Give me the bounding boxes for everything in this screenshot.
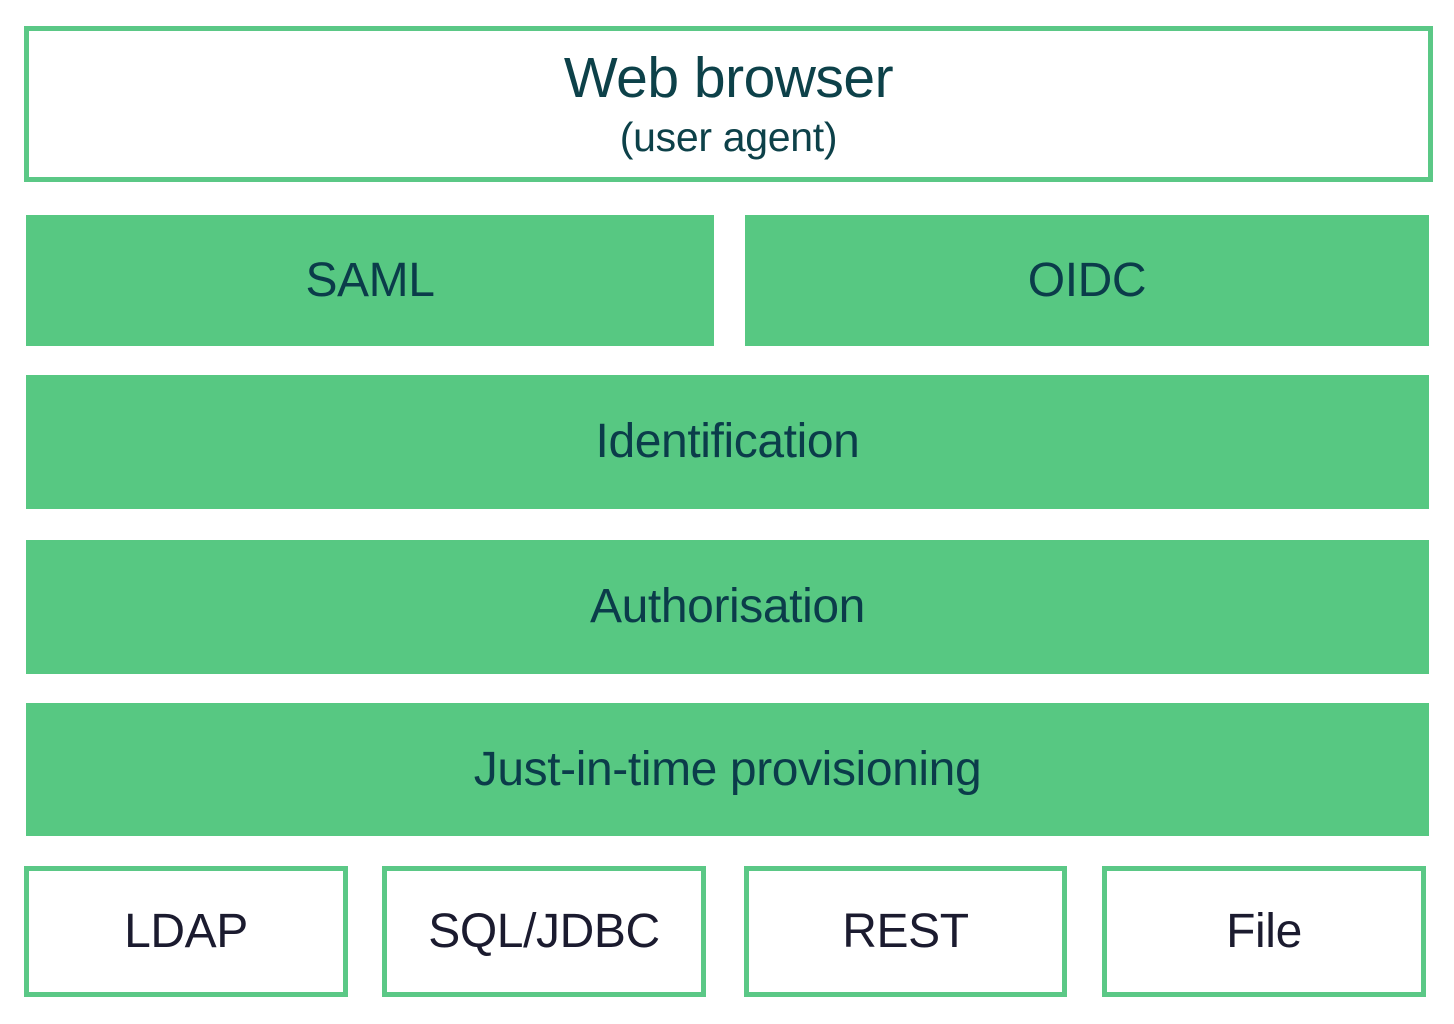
node-web-browser[interactable]: Web browser (user agent) <box>24 26 1433 182</box>
node-identification[interactable]: Identification <box>26 375 1429 509</box>
node-oidc-label: OIDC <box>1027 253 1147 307</box>
node-oidc[interactable]: OIDC <box>745 215 1429 346</box>
node-rest[interactable]: REST <box>744 866 1067 997</box>
node-web-browser-subtitle: (user agent) <box>619 113 838 160</box>
node-rest-label: REST <box>842 904 969 958</box>
node-sql-jdbc[interactable]: SQL/JDBC <box>382 866 706 997</box>
node-ldap-label: LDAP <box>124 904 248 958</box>
node-web-browser-title: Web browser <box>563 46 894 111</box>
node-sql-jdbc-label: SQL/JDBC <box>428 904 660 958</box>
node-just-in-time-provisioning[interactable]: Just-in-time provisioning <box>26 703 1429 836</box>
node-file-label: File <box>1226 904 1302 958</box>
node-file[interactable]: File <box>1102 866 1426 997</box>
node-saml[interactable]: SAML <box>26 215 714 346</box>
node-identification-label: Identification <box>595 415 860 469</box>
node-authorisation[interactable]: Authorisation <box>26 540 1429 674</box>
node-ldap[interactable]: LDAP <box>24 866 348 997</box>
node-saml-label: SAML <box>305 253 435 307</box>
node-authorisation-label: Authorisation <box>590 580 865 634</box>
node-just-in-time-provisioning-label: Just-in-time provisioning <box>473 742 982 796</box>
